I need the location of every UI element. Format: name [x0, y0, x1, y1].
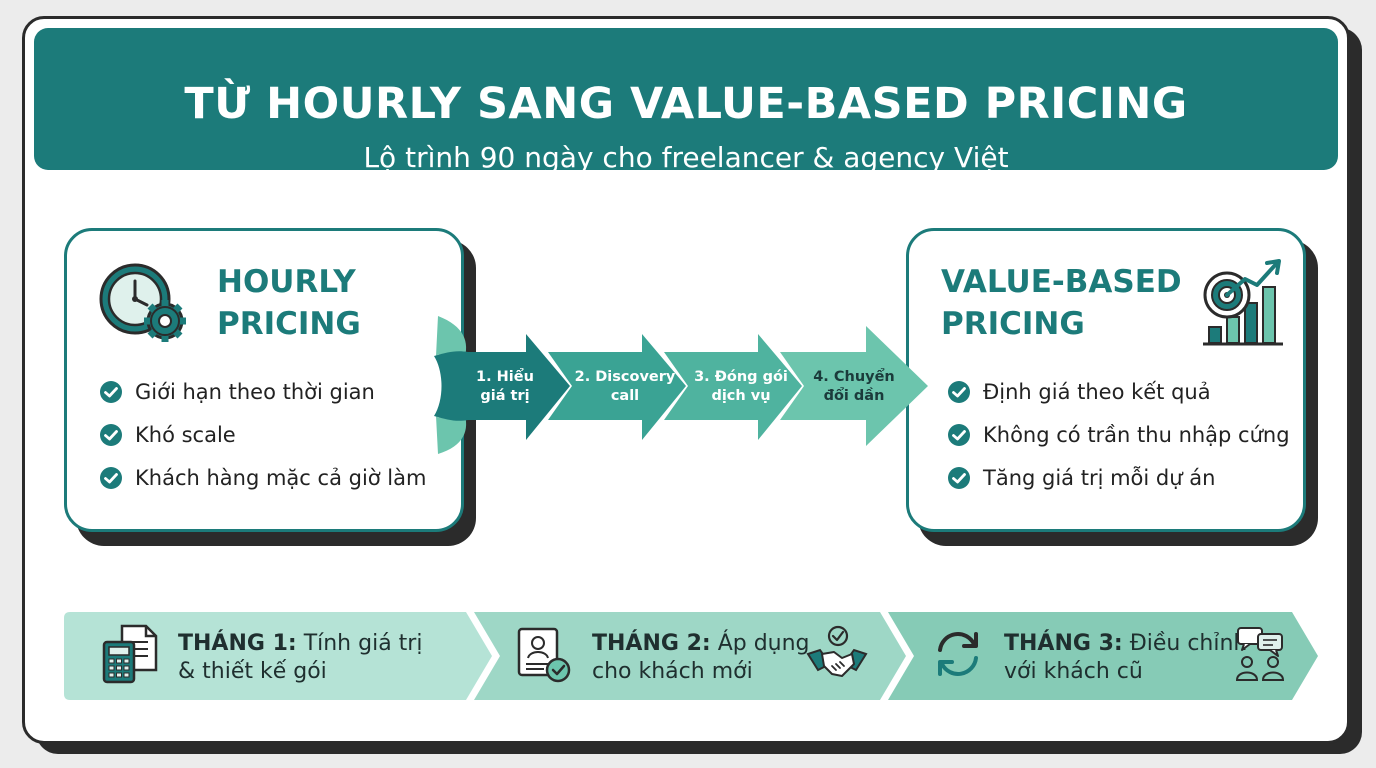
month-2-arrow [474, 612, 906, 700]
list-item-text: Không có trần thu nhập cứng [983, 422, 1290, 447]
target-growth-chart-icon [1203, 259, 1283, 346]
calculator-document-icon [102, 624, 158, 684]
hourly-title-line1: HOURLY [217, 264, 356, 300]
list-item: Tăng giá trị mỗi dự án [947, 456, 1290, 499]
check-circle-icon [948, 423, 970, 446]
list-item: Không có trần thu nhập cứng [947, 413, 1290, 456]
list-item-text: Định giá theo kết quả [983, 379, 1211, 404]
month-1-line2: & thiết kế gói [178, 659, 327, 684]
step-label-3: 3. Đóng gói dịch vụ [694, 369, 788, 404]
month-1-line1: Tính giá trị [303, 631, 423, 656]
month-2-text: THÁNG 2: Áp dụng cho khách mới [592, 630, 810, 686]
check-circle-icon [948, 466, 970, 489]
list-item: Giới hạn theo thời gian [99, 370, 426, 413]
page-title: TỪ HOURLY SANG VALUE-BASED PRICING [184, 79, 1188, 129]
hourly-drawbacks-list: Giới hạn theo thời gian Khó scale Khách … [99, 370, 426, 499]
check-circle-icon [100, 466, 122, 489]
handshake-icon [806, 625, 868, 677]
month-1-text: THÁNG 1: Tính giá trị & thiết kế gói [178, 630, 422, 686]
month-3-label: THÁNG 3: [1004, 631, 1123, 656]
list-item: Khách hàng mặc cả giờ làm [99, 456, 426, 499]
check-circle-icon [100, 423, 122, 446]
month-1-arrow [64, 612, 492, 700]
step-label-4: 4. Chuyển đổi dần [813, 369, 895, 404]
value-title-line2: PRICING [941, 306, 1085, 342]
step-label-1: 1. Hiểu giá trị [476, 369, 534, 404]
step-arrow-3 [664, 334, 802, 440]
flow-arrows [434, 316, 928, 454]
check-circle-icon [948, 380, 970, 403]
value-based-pricing-card: VALUE-BASED PRICING Định giá theo kết qu… [906, 228, 1306, 532]
value-title-line1: VALUE-BASED [941, 264, 1182, 300]
list-item: Khó scale [99, 413, 426, 456]
value-benefits-list: Định giá theo kết quả Không có trần thu … [947, 370, 1290, 499]
chat-people-icon [1235, 627, 1285, 681]
month-3-arrow [888, 612, 1318, 700]
step-arrow-2 [548, 334, 686, 440]
clock-gear-icon [99, 263, 186, 342]
step-arrow-4 [780, 326, 928, 446]
header-banner: TỪ HOURLY SANG VALUE-BASED PRICING Lộ tr… [34, 28, 1338, 174]
month-1-label: THÁNG 1: [178, 631, 297, 656]
month-2-line2: cho khách mới [592, 659, 753, 684]
profile-check-icon [517, 627, 571, 683]
list-item-text: Khách hàng mặc cả giờ làm [135, 465, 427, 490]
hourly-pricing-card: HOURLY PRICING Giới hạn theo thời gian K… [64, 228, 464, 532]
month-3-line2: với khách cũ [1004, 659, 1143, 684]
ribbon-tail-bottom [436, 412, 467, 454]
list-item-text: Tăng giá trị mỗi dự án [983, 465, 1216, 490]
refresh-cycle-icon [938, 632, 978, 676]
month-2-line1: Áp dụng [717, 631, 810, 656]
step-label-2: 2. Discovery call [574, 369, 676, 404]
month-3-line1: Điều chỉnh [1129, 631, 1248, 656]
month-timeline [64, 612, 1318, 700]
list-item: Định giá theo kết quả [947, 370, 1290, 413]
hourly-title-line2: PRICING [217, 306, 361, 342]
process-flow: 1. Hiểu giá trị 2. Discovery call 3. Đón… [420, 316, 940, 456]
month-2-label: THÁNG 2: [592, 631, 711, 656]
page-subtitle: Lộ trình 90 ngày cho freelancer & agency… [363, 141, 1009, 174]
month-3-text: THÁNG 3: Điều chỉnh với khách cũ [1004, 630, 1247, 686]
list-item-text: Khó scale [135, 422, 236, 447]
ribbon-tail-top [436, 316, 467, 360]
step-arrow-1 [434, 334, 570, 440]
list-item-text: Giới hạn theo thời gian [135, 379, 375, 404]
check-circle-icon [100, 380, 122, 403]
